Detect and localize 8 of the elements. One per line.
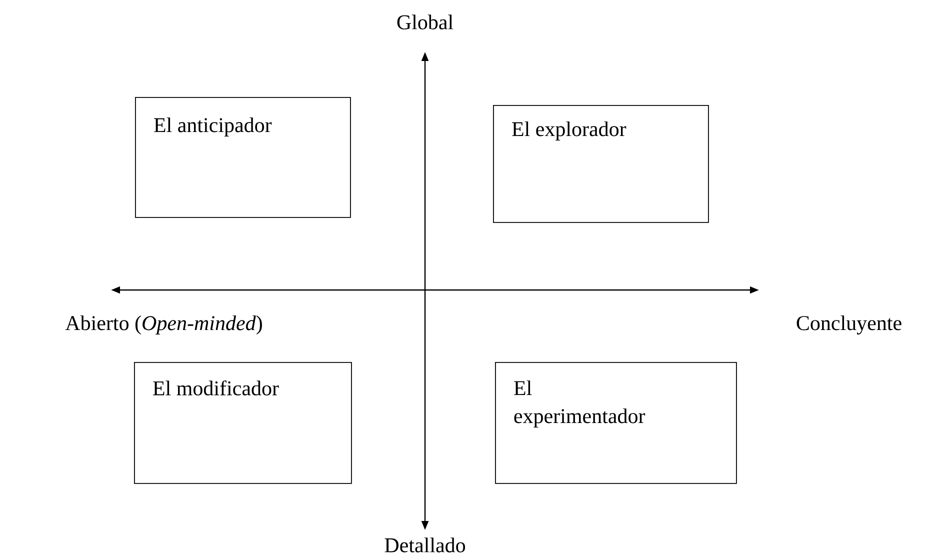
quadrant-box: El anticipador [135,97,351,218]
axis-label: Detallado [384,538,466,552]
quadrant-box: El explorador [493,105,709,223]
axis-label: Concluyente [796,315,902,335]
quadrant-box: El experimentador [495,362,737,484]
quadrant-box: El modificador [134,362,352,484]
axis-label: Abierto (Open-minded) [65,315,262,335]
axis-label: Global [397,14,454,30]
